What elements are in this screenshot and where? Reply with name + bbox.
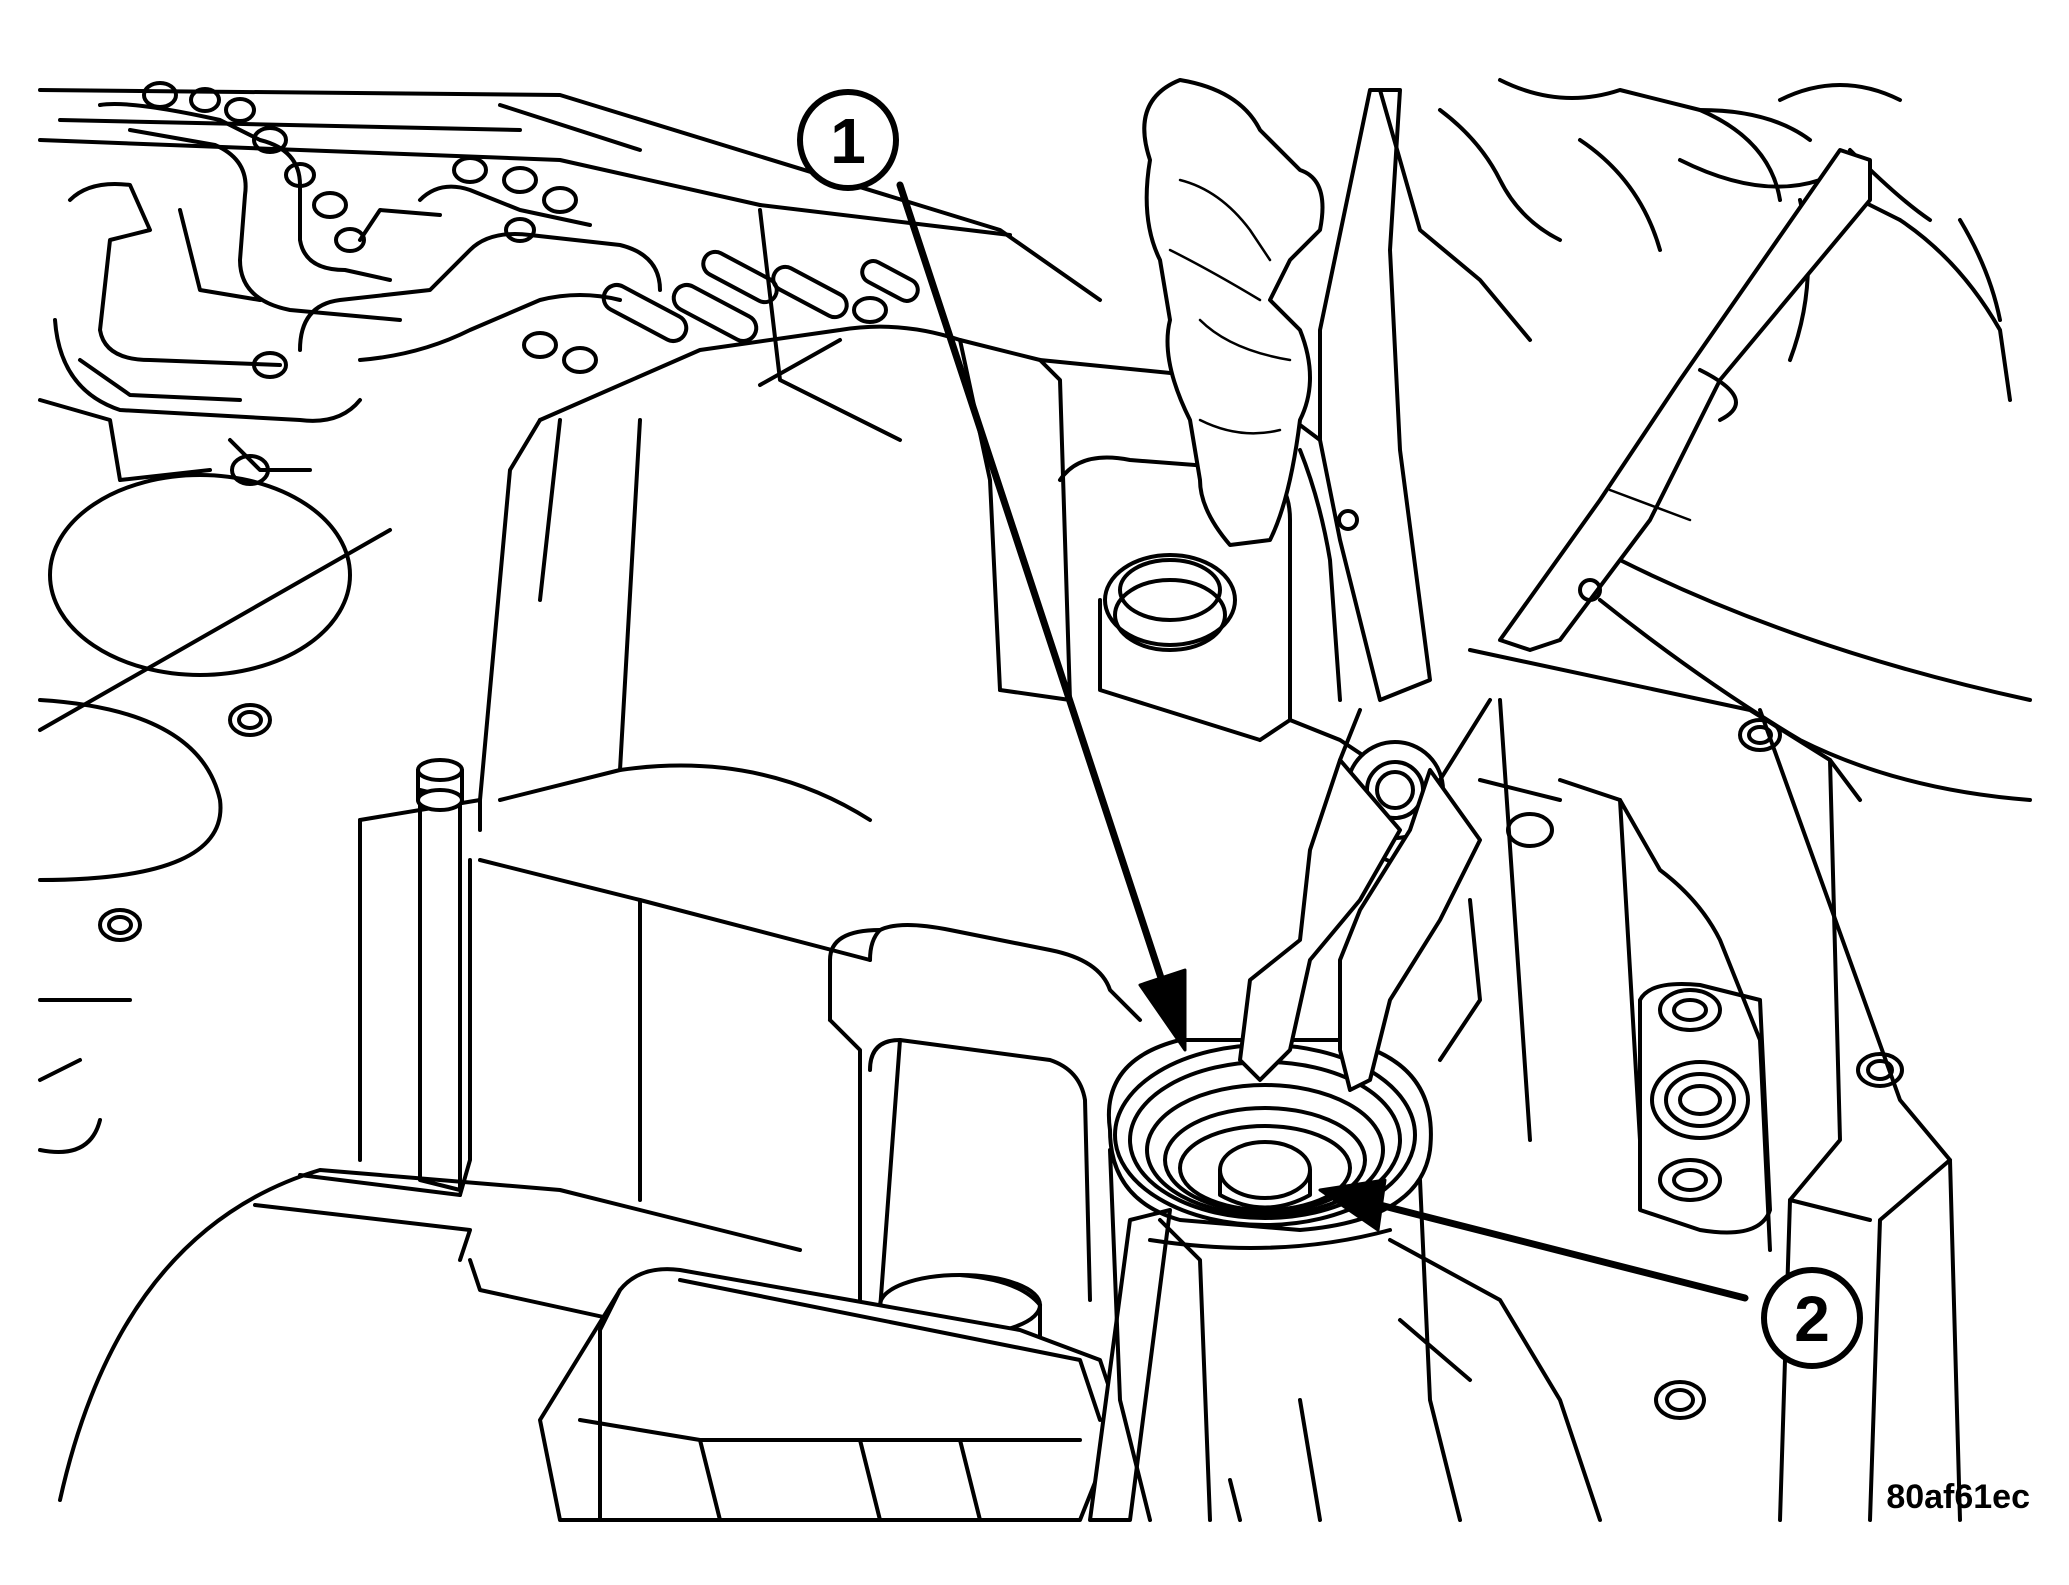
snap-ring-pliers	[1142, 78, 2032, 1092]
callout-2: 2	[1761, 1267, 1863, 1369]
valve-body-plate	[38, 81, 1102, 1154]
callout-2-number: 2	[1794, 1283, 1830, 1355]
callout-arrows	[896, 181, 1749, 1302]
callout-2-arrowhead	[1318, 1178, 1387, 1232]
callout-1: 1	[797, 89, 899, 191]
callout-2-leader	[1376, 1201, 1749, 1302]
callout-1-leader	[896, 181, 1169, 994]
housing-casting	[58, 324, 1212, 1522]
right-housing	[1038, 358, 1962, 1522]
callout-1-number: 1	[830, 105, 866, 177]
callout-1-arrowhead	[1138, 968, 1187, 1052]
figure-code: 80af61ec	[1886, 1478, 2030, 1516]
